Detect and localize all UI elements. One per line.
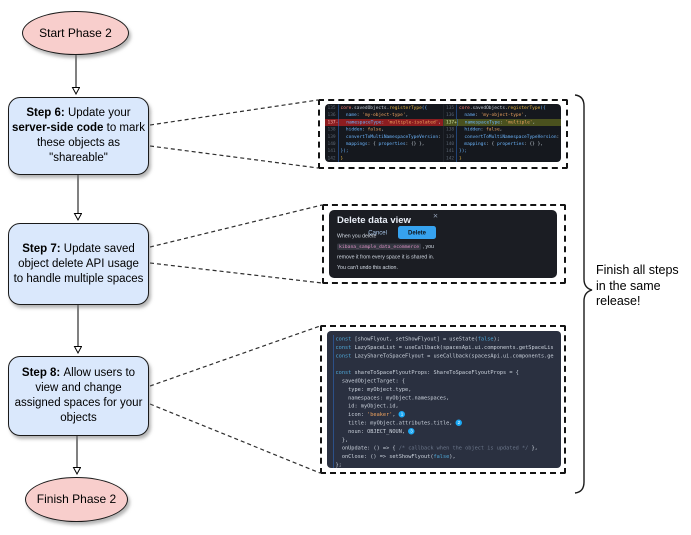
connector-step7-bottom	[149, 262, 323, 284]
close-icon[interactable]: ×	[433, 211, 438, 221]
connector-step7-top	[149, 204, 323, 248]
cancel-button[interactable]: Cancel	[368, 229, 387, 236]
connector-step6-top	[149, 99, 319, 126]
screenshot-frame-code: const [showFlyout, setShowFlyout] = useS…	[320, 325, 566, 474]
finish-node: Finish Phase 2	[25, 477, 128, 522]
connector-step8-top	[149, 325, 321, 387]
zoom-connectors	[149, 99, 323, 474]
screenshot-frame-modal: Delete data view × When you delete kiban…	[322, 204, 566, 284]
callout-number-badge: 3	[408, 427, 415, 435]
step6-label: Step 6: Update your server-side code to …	[12, 107, 145, 164]
step8-node: Step 8: Allow users to view and change a…	[8, 356, 149, 436]
callout-number-badge: 2	[455, 419, 463, 426]
finish-node-label: Finish Phase 2	[36, 492, 117, 506]
annotation-note: Finish all steps in the same release!	[596, 263, 679, 308]
step6-node: Step 6: Update your server-side code to …	[8, 97, 149, 175]
code-screenshot: const [showFlyout, setShowFlyout] = useS…	[327, 331, 561, 468]
connector-step8-bottom	[149, 403, 321, 474]
modal-title: Delete data view	[337, 215, 411, 226]
modal-body-text: When you delete kibana_sample_data_ecomm…	[337, 233, 435, 271]
step7-node: Step 7: Update saved object delete API u…	[8, 223, 149, 305]
delete-button[interactable]: Delete	[397, 226, 436, 239]
step8-label: Step 8: Allow users to view and change a…	[14, 367, 143, 424]
connector-step6-bottom	[149, 145, 319, 169]
callout-number-badge: 1	[398, 411, 406, 418]
curly-brace	[574, 94, 593, 494]
start-node-label: Start Phase 2	[39, 25, 112, 40]
step7-label: Step 7: Update saved object delete API u…	[13, 242, 144, 285]
delete-modal-screenshot: Delete data view × When you delete kiban…	[329, 210, 557, 278]
code-lines: const [showFlyout, setShowFlyout] = useS…	[327, 331, 561, 468]
start-node: Start Phase 2	[22, 11, 129, 55]
